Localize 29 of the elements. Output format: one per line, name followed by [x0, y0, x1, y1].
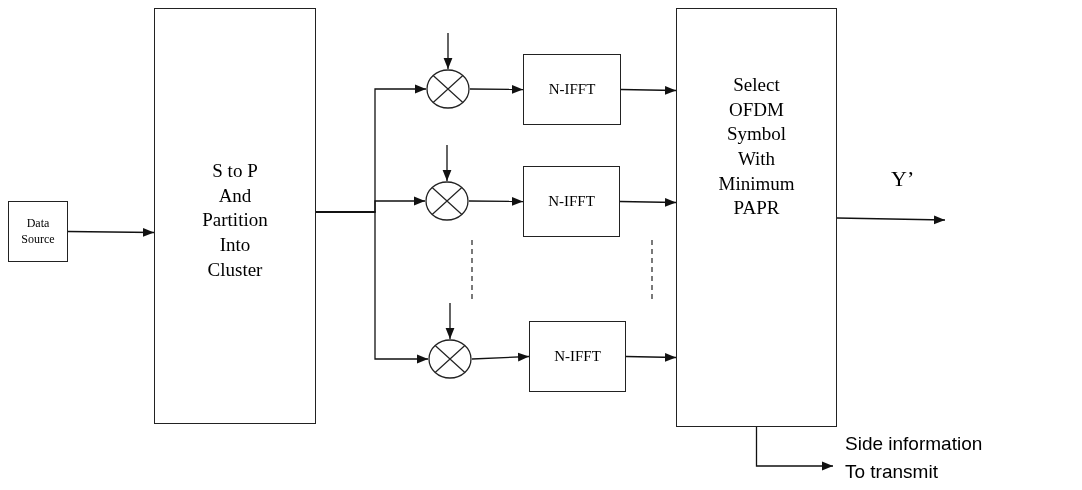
process-box: [529, 321, 626, 392]
arrow: [755, 426, 834, 471]
arrow: [468, 197, 524, 206]
arrow: [625, 352, 677, 362]
arrow: [67, 227, 155, 237]
arrow: [469, 85, 524, 94]
arrow: [836, 215, 946, 225]
block-label: Select OFDM Symbol With Minimum PAPR: [717, 73, 796, 221]
arrow: [619, 197, 677, 207]
multiplier-circle: [426, 69, 470, 109]
arrow: [471, 352, 530, 362]
block-label: S to P And Partition Into Cluster: [201, 159, 269, 282]
block-label: Data Source: [20, 215, 56, 248]
block-label: N-IFFT: [548, 191, 595, 211]
process-box: [8, 201, 68, 262]
multiplier-circle: [428, 339, 472, 379]
arrow: [442, 144, 452, 182]
block-label: N-IFFT: [548, 79, 596, 99]
arrow: [443, 32, 453, 70]
process-box: [154, 8, 316, 424]
arrow: [620, 85, 677, 95]
block-label: N-IFFT: [554, 346, 601, 366]
process-box: [523, 54, 621, 125]
process-box: [523, 166, 620, 237]
arrow: [445, 302, 455, 340]
arrow: [315, 211, 429, 364]
process-box: [676, 8, 837, 427]
output-note: Side information To transmit: [845, 432, 984, 484]
multiplier-circle: [425, 181, 469, 221]
